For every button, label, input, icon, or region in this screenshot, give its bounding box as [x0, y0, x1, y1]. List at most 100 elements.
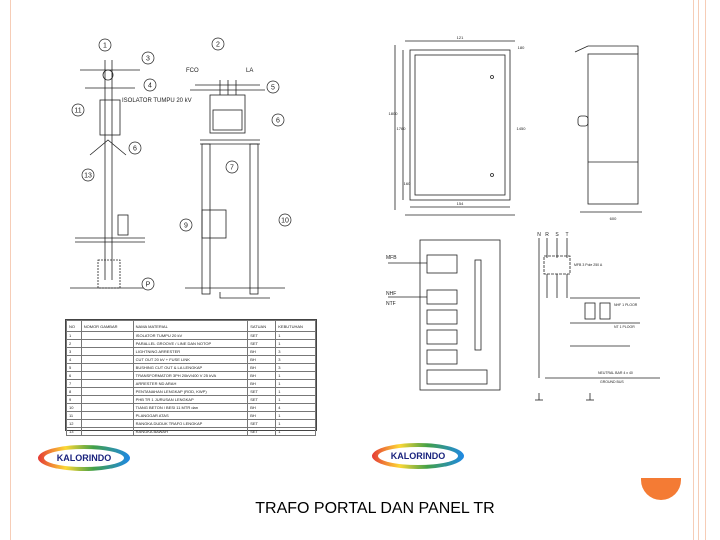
callout-9: 9: [184, 223, 188, 230]
table-cell: 3: [66, 347, 82, 356]
table-cell: 5: [66, 363, 82, 372]
table-cell: 1: [275, 379, 316, 388]
frame-left-line: [10, 0, 11, 540]
table-cell: SET: [247, 427, 277, 436]
table-cell: 1: [275, 411, 316, 420]
kalorindo-logo-right: KALORINDO: [372, 443, 464, 469]
table-cell: 1: [275, 339, 316, 348]
dim-1450: 1450: [517, 126, 527, 131]
label-la: LA: [246, 68, 253, 74]
table-cell: BH: [247, 363, 277, 372]
label-ground-bus: GROUND BUS: [600, 380, 624, 384]
table-cell: SET: [247, 387, 277, 396]
dim-width-top: 121: [457, 35, 464, 40]
table-cell: PENTANAHAN LENGKAP (ROD, KWP): [132, 387, 249, 396]
table-cell: 11: [66, 411, 82, 420]
table-cell: ISOLATOR TUMPU 20 kV: [132, 331, 249, 340]
header-cell: NAMA MATERIAL: [132, 320, 249, 332]
frame-right-line-far: [705, 0, 706, 540]
callout-p: P: [146, 282, 151, 289]
table-cell: TIANG BETON / BESI 11 MTR dan: [132, 403, 249, 412]
table-cell: [80, 339, 134, 348]
accent-circle: [641, 478, 681, 500]
table-cell: CUT OUT 20 kV + FUSE LINK: [132, 355, 249, 364]
callout-6: 6: [276, 118, 280, 125]
dim-180: 180: [518, 45, 525, 50]
table-cell: BUSHING CUT OUT & LA LENGKAP: [132, 363, 249, 372]
callout-11: 11: [74, 108, 81, 115]
table-cell: 4: [275, 403, 316, 412]
table-cell: LIGHTNING ARRESTER: [132, 347, 249, 356]
label-mfb-rating: MFB 3 Pole 250 A: [574, 263, 603, 267]
dim-154: 154: [457, 201, 464, 206]
callout-2: 2: [216, 42, 220, 49]
dim-1760: 1760: [397, 126, 407, 131]
label-nhf-ploor: NHF 1 PLOOR: [614, 303, 638, 307]
table-cell: PHB TR 1 JURUSAN LENGKAP: [132, 395, 249, 404]
table-cell: 8: [66, 387, 82, 396]
table-cell: 3: [275, 363, 316, 372]
table-cell: [80, 331, 134, 340]
table-cell: 6: [66, 371, 82, 380]
frame-right-line-inner: [698, 0, 699, 540]
table-cell: RANGKA DUDUK TRAFO LENGKAP: [132, 419, 249, 428]
header-cell: NO: [66, 320, 82, 332]
label-neutral-bar: NEUTRAL BAR 4 x 40: [598, 371, 633, 375]
table-cell: TRANSFORMATOR 3PH 20kV/400 V 25 kVA: [132, 371, 249, 380]
table-cell: BH: [247, 411, 277, 420]
panel-front-drawing: 121 180 1800 1760 1450 154 160: [389, 35, 527, 216]
table-cell: [80, 387, 134, 396]
table-cell: 1: [275, 427, 316, 436]
frame-right-line-outer: [693, 0, 694, 540]
table-cell: 4: [66, 355, 82, 364]
table-cell: [80, 355, 134, 364]
label-ntf: NTF: [386, 301, 396, 307]
callout-1: 1: [103, 43, 107, 50]
table-cell: [80, 403, 134, 412]
callout-10: 10: [281, 218, 289, 225]
header-cell: SATUAN: [247, 320, 277, 332]
table-cell: [80, 411, 134, 420]
table-cell: 1: [275, 395, 316, 404]
header-cell: KEBUTUHAN: [275, 320, 316, 332]
table-cell: [80, 363, 134, 372]
table-cell: BH: [247, 403, 277, 412]
label-isolator: ISOLATOR TUMPU 20 kV: [122, 98, 192, 104]
table-cell: 3: [275, 347, 316, 356]
header-cell: NOMOR GAMBAR: [80, 320, 134, 332]
wiring-diagram: N R S T MFB 3 Pole 250 A NHF 1 PLOOR NT …: [535, 232, 660, 401]
table-cell: [80, 419, 134, 428]
table-cell: 1: [275, 331, 316, 340]
table-cell: [80, 395, 134, 404]
dim-side-width: 600: [610, 216, 617, 221]
table-cell: 12: [66, 419, 82, 428]
table-cell: 3: [275, 355, 316, 364]
dim-1800: 1800: [389, 111, 399, 116]
kalorindo-logo-left: KALORINDO: [38, 445, 130, 471]
table-cell: 1: [275, 371, 316, 380]
table-cell: SET: [247, 395, 277, 404]
callout-4: 4: [148, 83, 152, 90]
dim-160: 160: [404, 181, 411, 186]
logo-text-right: KALORINDO: [391, 451, 446, 461]
phase-s: S: [555, 232, 559, 238]
table-cell: BH: [247, 355, 277, 364]
callout-5: 5: [271, 85, 275, 92]
panel-inside-drawing: MFB NHF NTF: [386, 239, 501, 391]
phase-n: N: [537, 232, 541, 238]
callout-7-left: 6: [133, 146, 137, 153]
table-cell: BH: [247, 379, 277, 388]
label-nhf: NHF: [386, 291, 396, 297]
phase-r: R: [545, 232, 549, 238]
table-cell: ARRESTER ND ARAH: [132, 379, 249, 388]
